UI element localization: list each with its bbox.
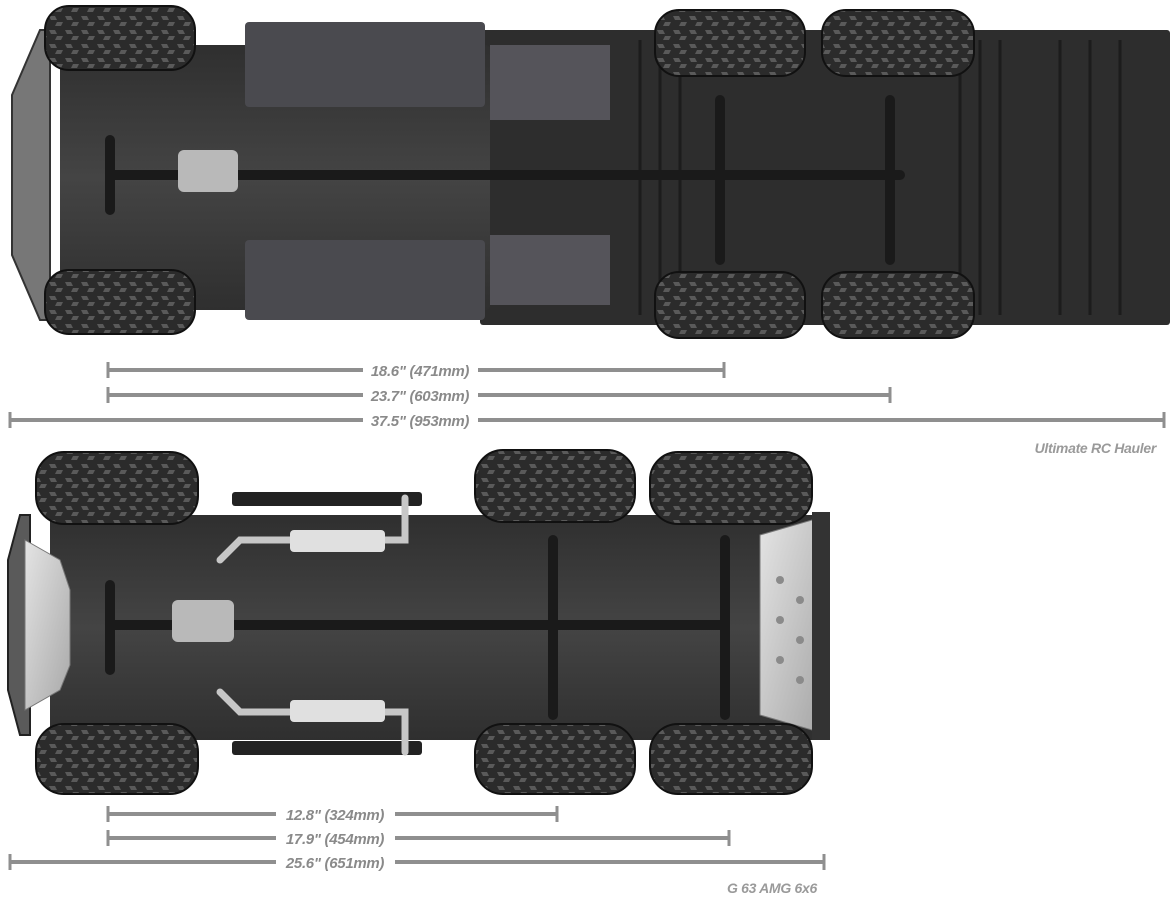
- dimension-line: 37.5" (953mm): [8, 412, 1166, 430]
- hauler-tire-rear-left: [821, 9, 975, 77]
- dimension-label: 37.5" (953mm): [371, 413, 470, 430]
- dimension-line: 25.6" (651mm): [8, 854, 826, 872]
- g63-side-step-bottom: [232, 741, 422, 755]
- hauler-tray-top: [490, 45, 610, 120]
- hauler-tire-rear-right: [821, 271, 975, 339]
- g63-muffler-bottom: [290, 700, 385, 722]
- g63-tire-mid-left: [474, 449, 636, 523]
- hauler-dimensions: 18.6" (471mm) 23.7" (603mm) 37.5" (953mm…: [8, 362, 1166, 456]
- g63-rear-skid-plate: [759, 512, 830, 740]
- g63-side-step-top: [232, 492, 422, 506]
- hauler-tire-mid-left: [654, 9, 806, 77]
- g63-motor: [172, 600, 234, 642]
- g63-tire-rear-left: [649, 451, 813, 525]
- hauler-tire-front-left: [44, 5, 196, 71]
- vehicle-caption: G 63 AMG 6x6: [727, 880, 818, 896]
- dimension-line: 17.9" (454mm): [106, 830, 731, 848]
- g63-tires: [35, 449, 813, 795]
- hauler-motor: [178, 150, 238, 192]
- hauler-driveline: [105, 95, 905, 265]
- hauler-tire-mid-right: [654, 271, 806, 339]
- vehicle-caption: Ultimate RC Hauler: [1035, 440, 1158, 456]
- hauler-battery-box-top: [245, 22, 485, 107]
- hauler-tray-bottom: [490, 235, 610, 305]
- hauler-vehicle-illustration: [11, 5, 1170, 339]
- g63-tire-rear-right: [649, 723, 813, 795]
- dimension-line: 23.7" (603mm): [106, 387, 892, 405]
- hauler-front-bumper: [11, 29, 51, 321]
- g63-tire-front-left: [35, 451, 199, 525]
- hauler-tire-front-right: [44, 269, 196, 335]
- hauler-tires: [44, 5, 975, 339]
- g63-front-skid-plate: [24, 539, 71, 711]
- g63-tire-mid-right: [474, 723, 636, 795]
- dimension-label: 23.7" (603mm): [370, 388, 470, 405]
- dimension-line: 18.6" (471mm): [106, 362, 726, 380]
- g63-tire-front-right: [35, 723, 199, 795]
- g63-muffler-top: [290, 530, 385, 552]
- g63-vehicle-illustration: [7, 449, 830, 795]
- dimension-label: 25.6" (651mm): [285, 855, 385, 872]
- dimension-label: 18.6" (471mm): [371, 363, 470, 380]
- dimension-line: 12.8" (324mm): [106, 806, 559, 824]
- dimension-label: 17.9" (454mm): [286, 831, 385, 848]
- g63-exhaust-pipes: [216, 494, 409, 756]
- hauler-battery-box-bottom: [245, 240, 485, 320]
- g63-dimensions: 12.8" (324mm) 17.9" (454mm) 25.6" (651mm…: [8, 806, 826, 896]
- dimension-label: 12.8" (324mm): [286, 807, 385, 824]
